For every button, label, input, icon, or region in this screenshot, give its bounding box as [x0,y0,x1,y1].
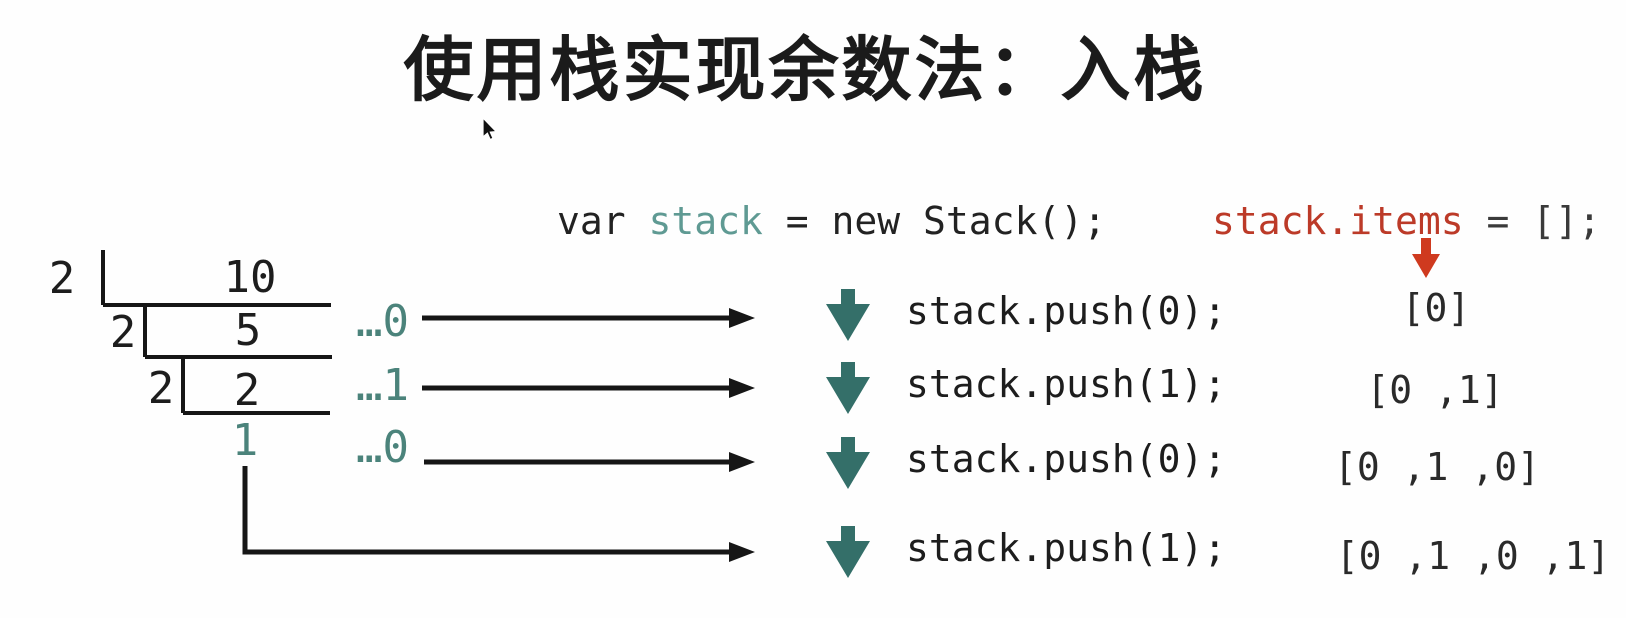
push-down-arrow-icon [826,526,870,578]
division-quotient-2: 2 [233,365,261,416]
code-stack-items: stack.items = []; [1212,197,1601,245]
division-dividend-10: 10 [223,252,277,303]
remainder-label-2: …1 [356,360,409,411]
page-title: 使用栈实现余数法：入栈 [403,31,1207,109]
division-ladder-lines [101,250,332,415]
push-statement-1: stack.push(0); [906,289,1227,333]
stack-array-state-4: [0 ,1 ,0 ,1] [1335,534,1611,578]
push-down-arrow-icon [826,437,870,489]
code-var-keyword: var [557,199,649,243]
stack-array-state-1: [0] [1401,286,1471,330]
division-quotient-5: 5 [234,305,262,356]
push-statement-2: stack.push(1); [906,362,1227,406]
stack-array-state-2: [0 ,1] [1366,368,1504,412]
division-final-quotient: 1 [231,415,259,466]
division-divisor-3: 2 [147,363,175,414]
push-statement-3: stack.push(0); [906,437,1227,481]
push-down-arrow-icon [826,289,870,341]
code-new-stack: = new Stack(); [762,199,1107,243]
stack-array-state-3: [0 ,1 ,0] [1334,445,1540,489]
division-divisor-2: 2 [109,307,137,358]
remainder-label-1: …0 [356,296,409,347]
remainder-label-3: …0 [356,422,409,473]
mouse-cursor-icon [482,116,498,141]
code-var-stack: var stack = new Stack(); [557,197,1106,245]
code-items-expression: stack.items [1212,199,1464,243]
push-down-arrow-icon [826,362,870,414]
items-pointer-arrow-icon [1412,238,1440,278]
remainder-arrow-icon [242,308,755,562]
push-statement-4: stack.push(1); [906,526,1227,570]
division-divisor-1: 2 [48,253,76,304]
code-stack-variable: stack [648,199,763,243]
code-items-assignment: = []; [1463,199,1601,243]
